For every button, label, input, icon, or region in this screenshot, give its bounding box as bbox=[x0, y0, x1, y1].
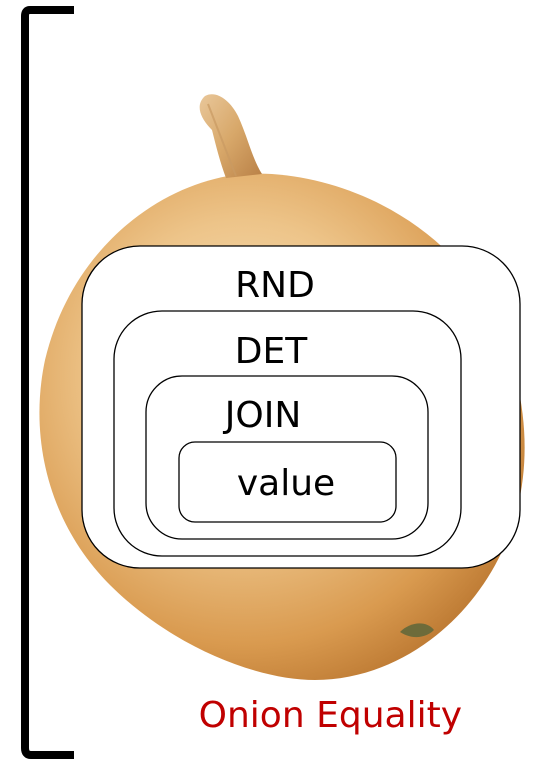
layer-join-label: JOIN bbox=[223, 395, 302, 436]
layer-value-label: value bbox=[237, 463, 335, 504]
layer-value-box bbox=[178, 441, 397, 523]
layer-rnd-label: RND bbox=[235, 265, 315, 306]
caption: Onion Equality bbox=[198, 695, 462, 736]
bracket-icon bbox=[21, 6, 74, 759]
layer-value: value bbox=[178, 441, 397, 523]
onion-stem bbox=[199, 94, 262, 178]
onion-root bbox=[400, 623, 434, 638]
onion-stem-strand bbox=[207, 103, 237, 177]
layer-det-label: DET bbox=[235, 331, 308, 372]
